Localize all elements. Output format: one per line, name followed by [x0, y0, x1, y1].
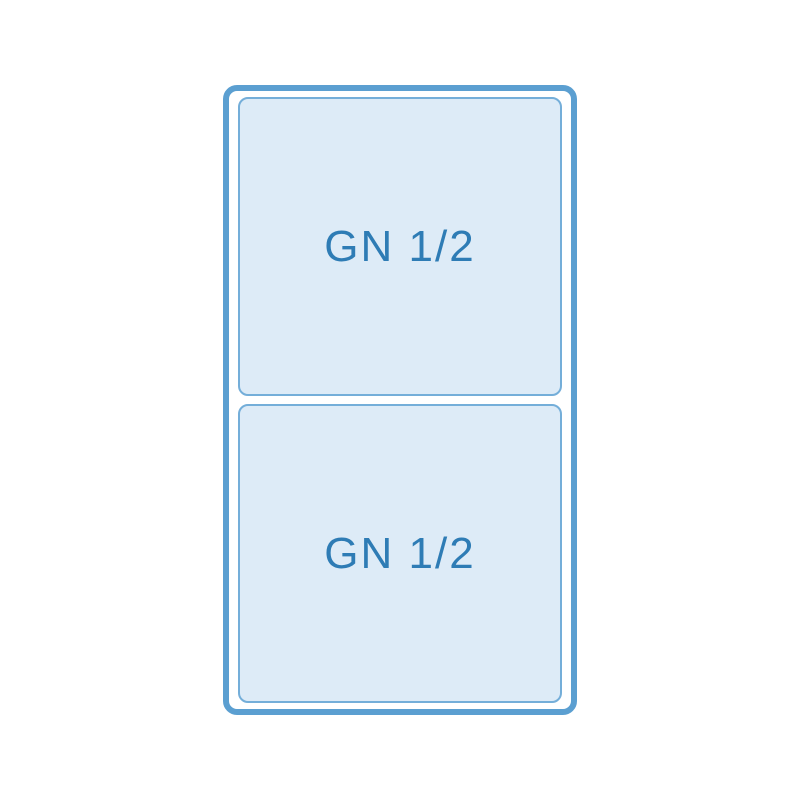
gn-slot-bottom-label: GN 1/2: [324, 528, 476, 578]
gn-tray-frame: GN 1/2 GN 1/2: [223, 85, 577, 715]
gn-slot-top: GN 1/2: [238, 97, 562, 396]
gn-slot-bottom: GN 1/2: [238, 404, 562, 703]
gn-slot-top-label: GN 1/2: [324, 221, 476, 271]
